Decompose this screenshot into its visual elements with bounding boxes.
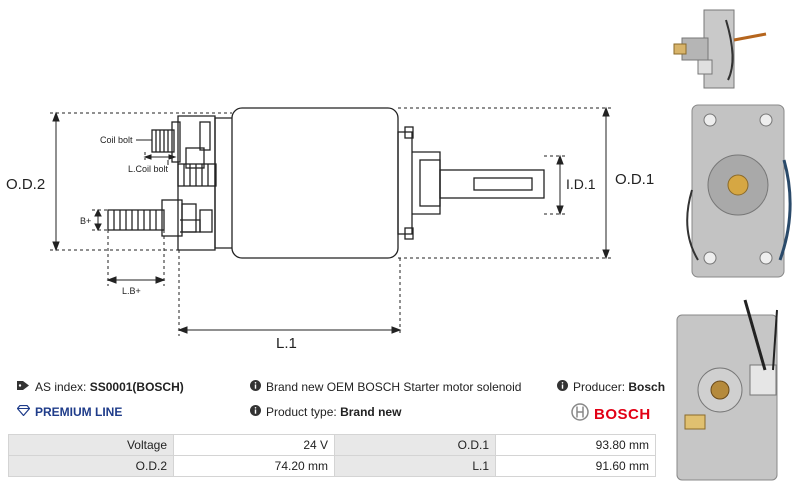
spec-label: O.D.2 [8,455,174,477]
product-type-label: Product type: [266,405,337,419]
as-index-value: SS0001(BOSCH) [89,380,184,394]
premium-line-badge: PREMIUM LINE [16,404,123,419]
spec-label: O.D.1 [334,434,496,456]
b-plus-label: B+ [80,216,91,226]
bosch-logo-text: BOSCH [594,406,651,423]
info-icon [250,380,261,394]
spec-label: L.1 [334,455,496,477]
l-coil-bolt-label: L.Coil bolt [128,164,169,174]
product-photo-side [668,0,772,98]
od1-label: O.D.1 [615,171,654,188]
l1-label: L.1 [276,335,297,352]
producer-label: Producer: [573,380,626,394]
bosch-armature-icon [571,403,589,426]
od2-label: O.D.2 [6,176,45,193]
bosch-logo: BOSCH [571,403,651,426]
tag-icon [17,380,30,394]
solenoid-technical-drawing: O.D.2 O.D.1 I.D.1 L.1 Coil bolt L.Coil b… [6,106,654,352]
product-photo-front [680,100,800,285]
brand-description-text: Brand new OEM BOSCH Starter motor soleno… [266,380,522,394]
product-type-value: Brand new [340,405,402,419]
as-index-label: AS index: [35,380,87,394]
product-photo-rear [665,290,800,490]
table-row: O.D.2 74.20 mm L.1 91.60 mm [8,455,656,477]
info-icon [250,405,261,419]
solenoid-body [231,107,399,259]
brand-description-row: Brand new OEM BOSCH Starter motor soleno… [250,380,521,394]
as-index-row: AS index: SS0001(BOSCH) [17,380,184,394]
spec-label: Voltage [8,434,174,456]
spec-value: 93.80 mm [495,434,656,456]
front-flange [397,131,413,235]
spec-table: Voltage 24 V O.D.1 93.80 mm O.D.2 74.20 … [8,434,656,477]
spec-value: 24 V [173,434,335,456]
lb-plus-label: L.B+ [122,286,141,296]
plunger-shaft [439,169,545,199]
info-icon [557,380,568,394]
id1-label: I.D.1 [566,176,596,192]
product-type-row: Product type: Brand new [250,405,401,419]
spec-value: 91.60 mm [495,455,656,477]
diamond-icon [16,404,31,419]
spec-value: 74.20 mm [173,455,335,477]
premium-line-text: PREMIUM LINE [35,405,123,419]
producer-value: Bosch [628,380,666,394]
table-row: Voltage 24 V O.D.1 93.80 mm [8,434,656,456]
coil-bolt-label: Coil bolt [100,135,133,145]
producer-row: Producer: Bosch [557,380,665,394]
